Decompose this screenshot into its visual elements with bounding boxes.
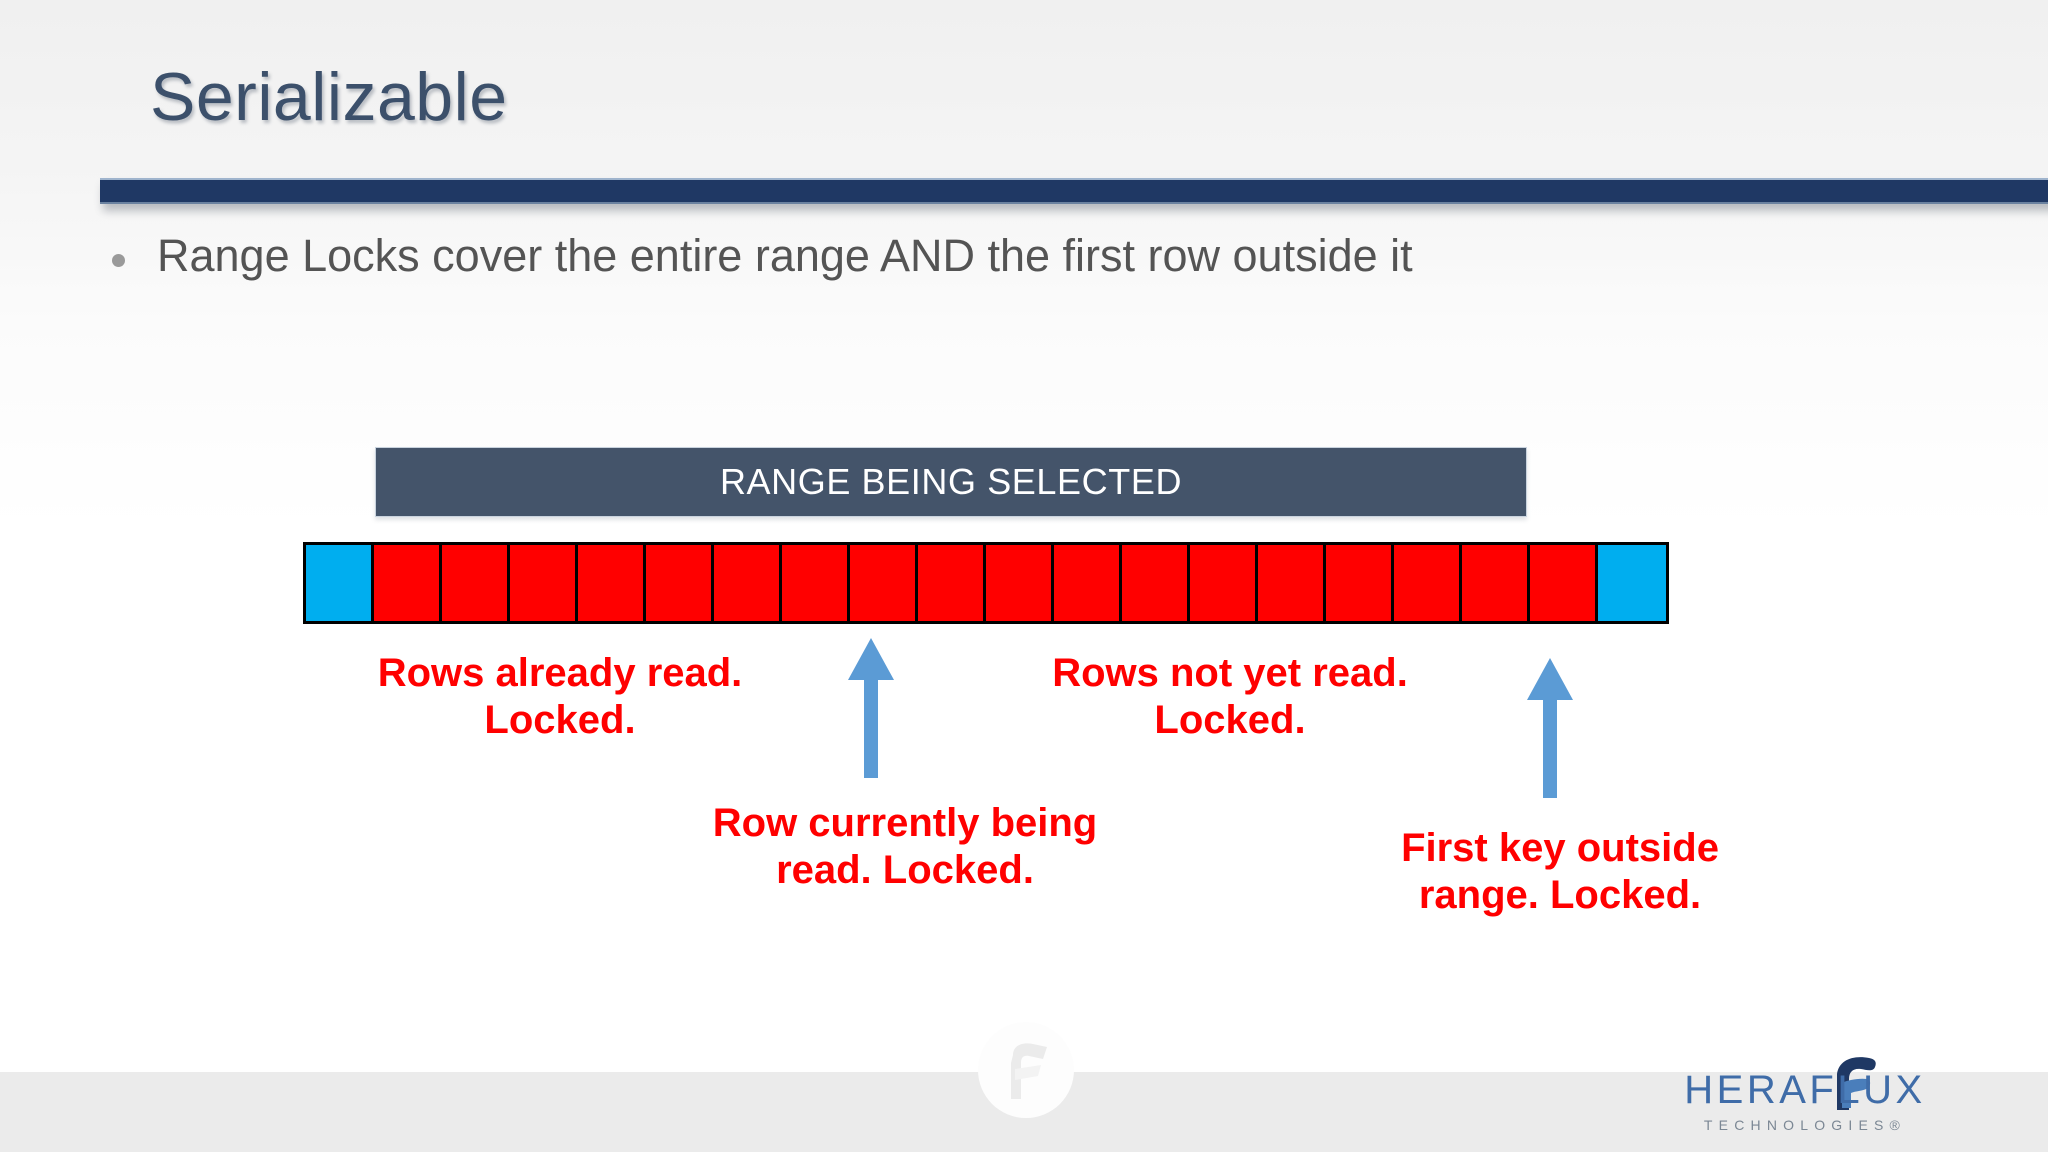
row-cell-locked [578, 545, 646, 621]
row-cell-locked [1122, 545, 1190, 621]
row-cell-locked [646, 545, 714, 621]
range-banner-label: RANGE BEING SELECTED [719, 461, 1183, 502]
title-divider [100, 178, 2048, 204]
row-cell-locked [1054, 545, 1122, 621]
page-title: Serializable [150, 59, 508, 135]
row-strip [303, 542, 1669, 624]
f-badge-icon [978, 1022, 1074, 1118]
row-cell-locked [1190, 545, 1258, 621]
row-cell-locked [510, 545, 578, 621]
heraflux-swoosh-icon [1823, 1052, 1885, 1114]
bullet-text: Range Locks cover the entire range AND t… [157, 230, 1413, 281]
callout-rows-not-yet-read: Rows not yet read.Locked. [1052, 651, 1408, 743]
arrow-current-row-icon [848, 638, 894, 778]
row-cell-locked [986, 545, 1054, 621]
row-cell-outside-after [1598, 545, 1666, 621]
row-cell-outside-before [306, 545, 374, 621]
bullet-list-item: Range Locks cover the entire range AND t… [112, 228, 1413, 284]
row-cell-locked [442, 545, 510, 621]
row-cell-locked [782, 545, 850, 621]
row-cell-locked [1258, 545, 1326, 621]
row-cell-locked-current [918, 545, 986, 621]
row-cell-locked [1530, 545, 1598, 621]
row-cell-locked [1394, 545, 1462, 621]
bullet-dot-icon [112, 254, 125, 267]
arrow-first-key-outside-icon [1527, 658, 1573, 798]
row-cell-locked [374, 545, 442, 621]
row-cell-locked [714, 545, 782, 621]
row-cell-locked [1326, 545, 1394, 621]
row-cell-locked [1462, 545, 1530, 621]
heraflux-tagline: TECHNOLOGIES® [1703, 1117, 1907, 1133]
callout-rows-already-read: Rows already read.Locked. [377, 651, 743, 743]
row-cell-locked [850, 545, 918, 621]
heraflux-logo: HERAFLUX TECHNOLOGIES® [1680, 1057, 1930, 1133]
range-being-selected-banner: RANGE BEING SELECTED [375, 447, 1527, 517]
heraflux-wordmark: HERAFLUX [1684, 1068, 1926, 1112]
